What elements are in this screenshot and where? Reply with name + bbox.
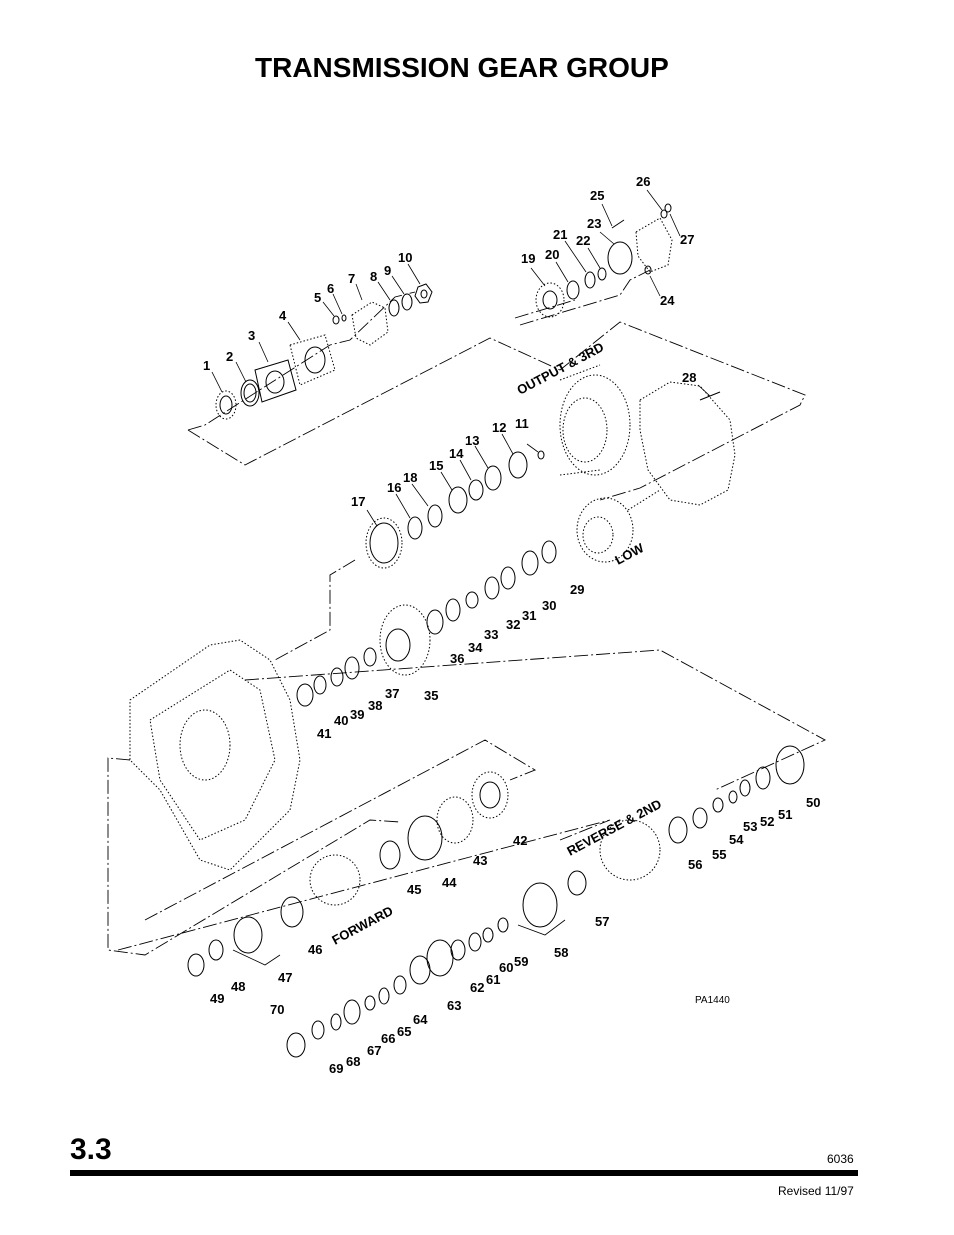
callout-48: 48 xyxy=(231,979,245,994)
callout-47: 47 xyxy=(278,970,292,985)
callout-23: 23 xyxy=(587,216,601,231)
callout-52: 52 xyxy=(760,814,774,829)
callout-30: 30 xyxy=(542,598,556,613)
callout-37: 37 xyxy=(385,686,399,701)
callout-60: 60 xyxy=(499,960,513,975)
callout-numbers: 1 2 3 4 5 6 7 8 9 10 11 12 13 14 15 16 1… xyxy=(203,174,820,1076)
figure-code: PA1440 xyxy=(695,995,730,1006)
row-3-parts xyxy=(296,489,661,707)
transmission-case xyxy=(129,639,301,871)
assembly-guide-lines xyxy=(107,269,827,956)
row-2-parts xyxy=(365,364,736,569)
callout-40: 40 xyxy=(334,713,348,728)
lower-parts xyxy=(187,745,805,1058)
row-1-right-parts xyxy=(535,203,673,318)
callout-16: 16 xyxy=(387,480,401,495)
callout-50: 50 xyxy=(806,795,820,810)
callout-33: 33 xyxy=(484,627,498,642)
callout-54: 54 xyxy=(729,832,744,847)
page-title: TRANSMISSION GEAR GROUP xyxy=(255,52,669,83)
callout-45: 45 xyxy=(407,882,421,897)
callout-62: 62 xyxy=(470,980,484,995)
callout-31: 31 xyxy=(522,608,536,623)
callout-59: 59 xyxy=(514,954,528,969)
callout-25: 25 xyxy=(590,188,604,203)
footer-rule xyxy=(70,1170,858,1176)
callout-57: 57 xyxy=(595,914,609,929)
revision-date: Revised 11/97 xyxy=(778,1184,854,1198)
callout-53: 53 xyxy=(743,819,757,834)
callout-27: 27 xyxy=(680,232,694,247)
group-label-forward: FORWARD xyxy=(329,903,395,948)
callout-11: 11 xyxy=(515,416,529,431)
document-number: 6036 xyxy=(827,1152,854,1166)
callout-58: 58 xyxy=(554,945,568,960)
callout-12: 12 xyxy=(492,420,506,435)
callout-17: 17 xyxy=(351,494,365,509)
callout-41: 41 xyxy=(317,726,331,741)
row-1-parts xyxy=(215,283,433,420)
callout-20: 20 xyxy=(545,247,559,262)
callout-34: 34 xyxy=(468,640,483,655)
callout-65: 65 xyxy=(397,1024,411,1039)
callout-36: 36 xyxy=(450,651,464,666)
callout-21: 21 xyxy=(553,227,567,242)
group-label-low: LOW xyxy=(612,540,646,568)
group-label-output-3rd: OUTPUT & 3RD xyxy=(514,339,606,397)
callout-39: 39 xyxy=(350,707,364,722)
callout-51: 51 xyxy=(778,807,792,822)
callout-46: 46 xyxy=(308,942,322,957)
callout-49: 49 xyxy=(210,991,224,1006)
callout-67: 67 xyxy=(367,1043,381,1058)
callout-64: 64 xyxy=(413,1012,428,1027)
callout-32: 32 xyxy=(506,617,520,632)
callout-24: 24 xyxy=(660,293,675,308)
callout-69: 69 xyxy=(329,1061,343,1076)
callout-63: 63 xyxy=(447,998,461,1013)
callout-42: 42 xyxy=(513,833,527,848)
callout-61: 61 xyxy=(486,972,500,987)
callout-8: 8 xyxy=(370,269,377,284)
callout-15: 15 xyxy=(429,458,443,473)
callout-4: 4 xyxy=(279,308,287,323)
callout-14: 14 xyxy=(449,446,464,461)
callout-22: 22 xyxy=(576,233,590,248)
callout-29: 29 xyxy=(570,582,584,597)
callout-6: 6 xyxy=(327,281,334,296)
callout-2: 2 xyxy=(226,349,233,364)
callout-19: 19 xyxy=(521,251,535,266)
callout-55: 55 xyxy=(712,847,726,862)
callout-28: 28 xyxy=(682,370,696,385)
callout-7: 7 xyxy=(348,271,355,286)
callout-66: 66 xyxy=(381,1031,395,1046)
callout-18: 18 xyxy=(403,470,417,485)
callout-68: 68 xyxy=(346,1054,360,1069)
callout-1: 1 xyxy=(203,358,210,373)
callout-70: 70 xyxy=(270,1002,284,1017)
callout-9: 9 xyxy=(384,263,391,278)
callout-44: 44 xyxy=(442,875,457,890)
section-number: 3.3 xyxy=(70,1133,112,1166)
callout-3: 3 xyxy=(248,328,255,343)
leader-lines xyxy=(211,189,711,527)
callout-26: 26 xyxy=(636,174,650,189)
callout-38: 38 xyxy=(368,698,382,713)
group-label-reverse-2nd: REVERSE & 2ND xyxy=(564,796,664,858)
callout-43: 43 xyxy=(473,853,487,868)
callout-10: 10 xyxy=(398,250,412,265)
callout-56: 56 xyxy=(688,857,702,872)
bracket-leaders xyxy=(232,919,566,966)
callout-35: 35 xyxy=(424,688,438,703)
callout-5: 5 xyxy=(314,290,321,305)
callout-13: 13 xyxy=(465,433,479,448)
